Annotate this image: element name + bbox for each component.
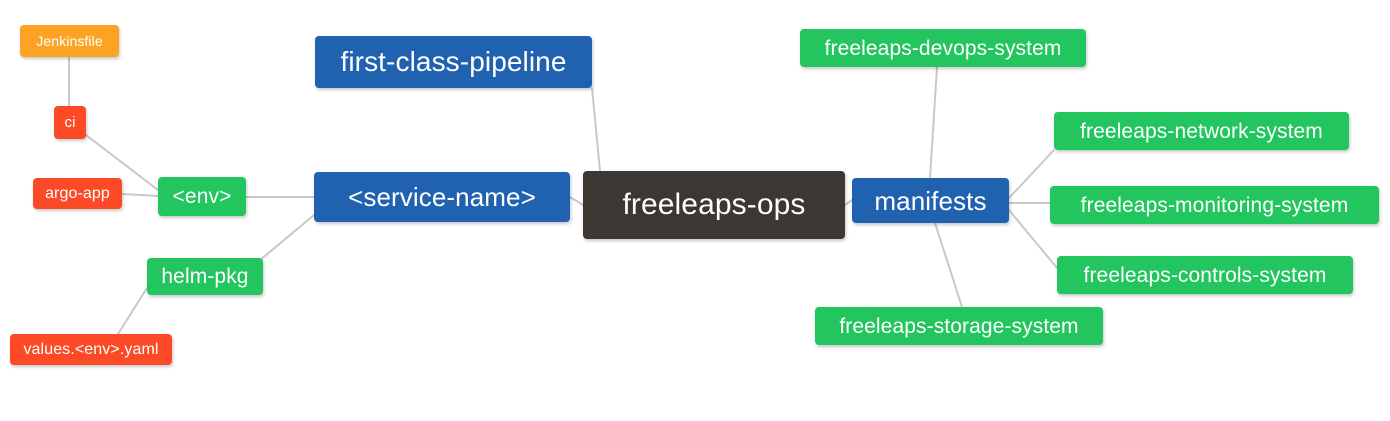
node-label-freeleaps-storage-system: freeleaps-storage-system (839, 314, 1079, 338)
node-label-freeleaps-devops-system: freeleaps-devops-system (824, 36, 1062, 60)
node-freeleaps-ops[interactable]: freeleaps-ops (583, 171, 845, 239)
node-label-env: <env> (172, 185, 232, 208)
node-first-class-pipeline[interactable]: first-class-pipeline (315, 36, 592, 88)
node-helm-pkg[interactable]: helm-pkg (147, 258, 263, 295)
node-label-freeleaps-controls-system: freeleaps-controls-system (1083, 263, 1327, 287)
node-jenkinsfile[interactable]: Jenkinsfile (20, 25, 119, 57)
node-ci[interactable]: ci (54, 106, 86, 139)
node-freeleaps-network-system[interactable]: freeleaps-network-system (1054, 112, 1349, 150)
node-freeleaps-controls-system[interactable]: freeleaps-controls-system (1057, 256, 1353, 294)
node-service-name[interactable]: <service-name> (314, 172, 570, 222)
edge-env-to-argo-app (121, 193, 159, 197)
node-label-argo-app: argo-app (45, 184, 110, 202)
node-label-jenkinsfile: Jenkinsfile (36, 33, 103, 49)
node-label-helm-pkg: helm-pkg (161, 265, 249, 288)
node-values-yaml[interactable]: values.<env>.yaml (10, 334, 172, 365)
node-label-manifests: manifests (874, 185, 987, 216)
edge-freeleaps-ops-to-first-class-pipeline (591, 87, 601, 172)
node-label-service-name: <service-name> (348, 182, 536, 212)
edge-freeleaps-ops-to-manifests (844, 199, 853, 206)
node-label-freeleaps-ops: freeleaps-ops (622, 188, 806, 221)
edge-helm-pkg-to-values-yaml (117, 287, 148, 335)
node-argo-app[interactable]: argo-app (33, 178, 122, 209)
edge-freeleaps-ops-to-service-name (569, 196, 584, 206)
node-env[interactable]: <env> (158, 177, 246, 216)
node-freeleaps-storage-system[interactable]: freeleaps-storage-system (815, 307, 1103, 345)
node-label-values-yaml: values.<env>.yaml (23, 340, 159, 358)
edge-manifests-to-freeleaps-storage-system (934, 222, 963, 308)
node-label-freeleaps-network-system: freeleaps-network-system (1080, 119, 1323, 143)
node-manifests[interactable]: manifests (852, 178, 1009, 223)
edge-manifests-to-freeleaps-network-system (1008, 149, 1055, 199)
node-label-first-class-pipeline: first-class-pipeline (340, 46, 567, 77)
node-freeleaps-devops-system[interactable]: freeleaps-devops-system (800, 29, 1086, 67)
node-freeleaps-monitoring-system[interactable]: freeleaps-monitoring-system (1050, 186, 1379, 224)
node-label-ci: ci (64, 114, 76, 131)
edge-manifests-to-freeleaps-devops-system (929, 66, 938, 179)
node-label-freeleaps-monitoring-system: freeleaps-monitoring-system (1080, 193, 1349, 217)
